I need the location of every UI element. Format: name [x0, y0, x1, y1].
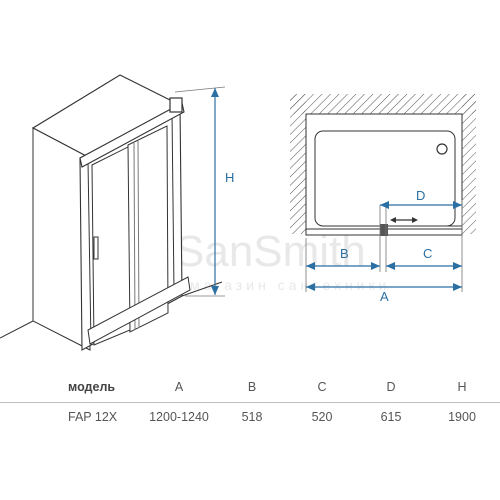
b-label: B: [340, 246, 349, 261]
plan-view: [290, 94, 476, 292]
header-c: C: [286, 372, 358, 403]
drain-icon: [436, 143, 448, 155]
cell-a: 1200-1240: [149, 410, 209, 425]
height-arrow-bottom-icon: [211, 286, 219, 295]
c-arrow-right-icon: [453, 262, 462, 270]
a-label: A: [380, 289, 389, 304]
a-arrow-right-icon: [453, 283, 462, 291]
door-handle: [93, 236, 99, 260]
shower-area: [305, 113, 463, 235]
b-arrow-left-icon: [306, 262, 315, 270]
header-a: A: [140, 372, 218, 403]
watermark-tagline: магазин сантехники: [190, 277, 390, 293]
a-arrow-left-icon: [306, 283, 315, 291]
cell-d: 615: [380, 410, 402, 425]
d-arrow-left-icon: [380, 201, 389, 209]
height-label: H: [225, 170, 234, 185]
panel-stop: [380, 224, 388, 236]
slide-arrow-left-icon: [390, 217, 396, 223]
cell-b: 518: [241, 410, 263, 425]
header-model: модель: [0, 372, 140, 403]
header-h: H: [424, 372, 500, 403]
top-rail: [79, 102, 185, 168]
height-arrow-top-icon: [211, 88, 219, 97]
cell-h: 1900: [448, 410, 476, 425]
enclosure-3d-drawing: [0, 74, 226, 351]
c-label: C: [423, 246, 432, 261]
cell-c: 520: [311, 410, 333, 425]
bottom-threshold: [87, 276, 191, 345]
slide-arrow-right-icon: [412, 217, 418, 223]
cell-model: FAP 12X: [68, 410, 118, 425]
back-wall-hatch: [290, 94, 476, 114]
side-panel: [32, 127, 91, 351]
c-arrow-left-icon: [386, 262, 395, 270]
header-b: B: [218, 372, 286, 403]
d-arrow-right-icon: [453, 201, 462, 209]
spec-table: модель A B C D H FAP 12X 1200-1240 518 5…: [0, 372, 500, 432]
d-label: D: [416, 188, 425, 203]
header-d: D: [358, 372, 424, 403]
left-wall-hatch: [290, 94, 306, 234]
right-wall-hatch: [462, 94, 476, 234]
b-arrow-right-icon: [371, 262, 380, 270]
top-corner-fitting: [169, 97, 183, 113]
spec-table-header: модель A B C D H: [0, 372, 500, 403]
table-row: FAP 12X 1200-1240 518 520 615 1900: [0, 402, 500, 432]
